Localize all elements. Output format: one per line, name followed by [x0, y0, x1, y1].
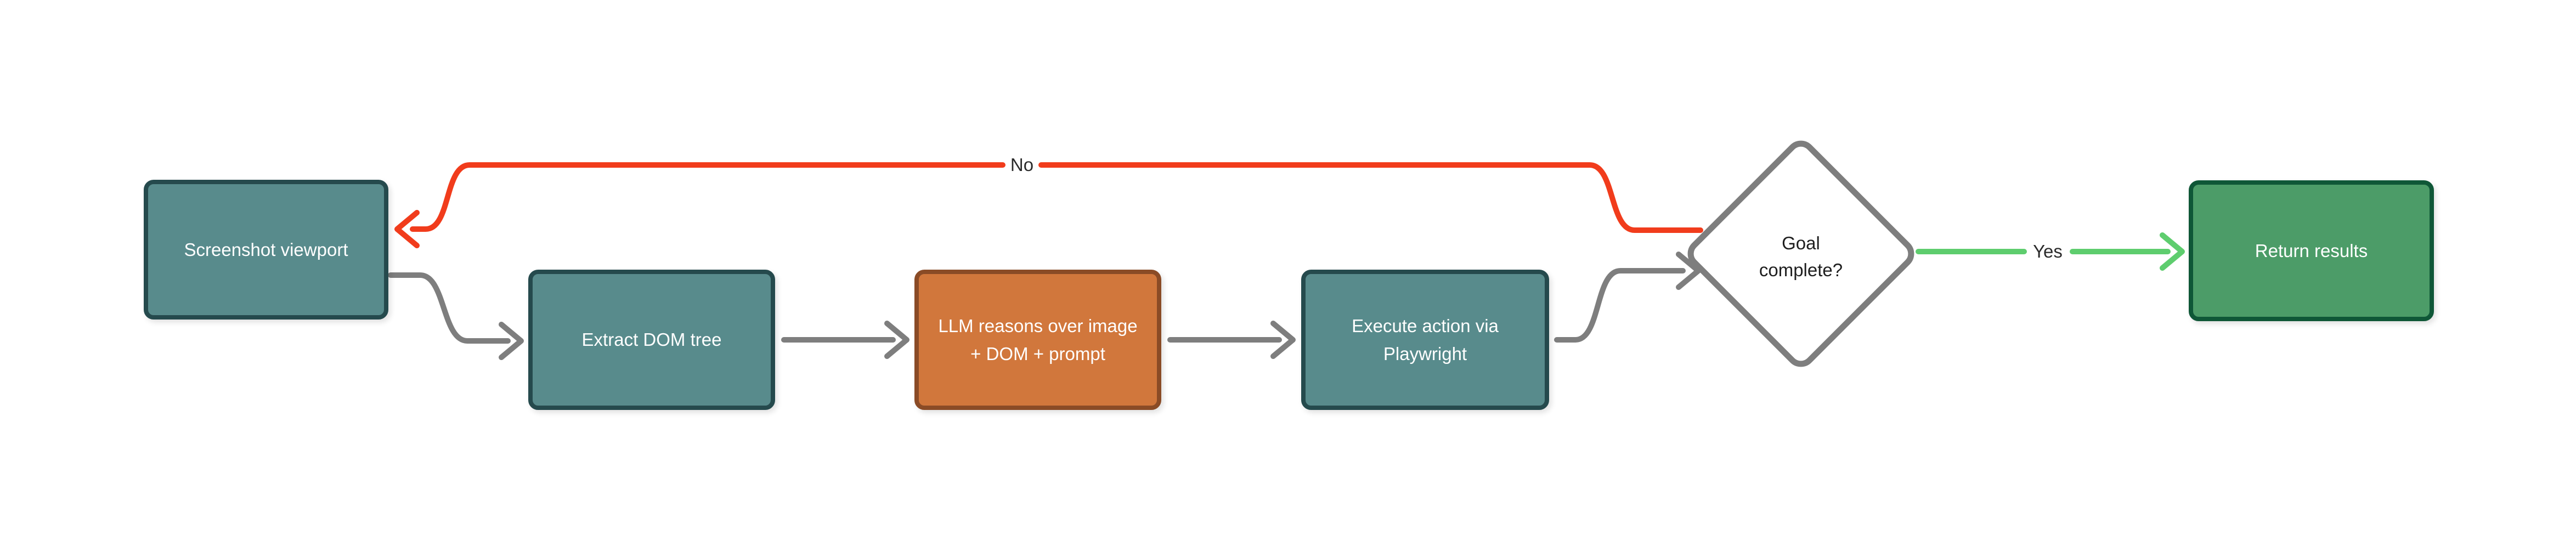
- arrowhead-into-screenshot: [394, 210, 420, 248]
- node-screenshot-viewport-label: Screenshot viewport: [184, 239, 348, 260]
- edge-label-yes: Yes: [2033, 241, 2063, 261]
- edge-screenshot-to-extract: [388, 272, 524, 360]
- node-extract-dom-tree-label: Extract DOM tree: [581, 329, 722, 350]
- edge-execute-to-goal: [1554, 252, 1701, 343]
- arrowhead-into-llm: [884, 321, 909, 359]
- edge-goal-yes: [1916, 232, 2185, 271]
- node-llm-reasons: LLM reasons over image + DOM + prompt: [914, 270, 1161, 410]
- node-goal-complete-label: Goal complete?: [1759, 232, 1843, 281]
- node-extract-dom-tree: Extract DOM tree: [528, 270, 775, 410]
- decision-diamond-shape: [1687, 140, 1914, 367]
- arrowhead-into-goal: [1676, 252, 1701, 290]
- node-execute-action: Execute action via Playwright: [1301, 270, 1549, 410]
- edge-llm-to-execute: [1167, 321, 1296, 359]
- edge-execute-to-goal-path: [1554, 268, 1686, 343]
- edge-screenshot-to-extract-path: [388, 272, 511, 344]
- node-goal-complete-label-box: Goal complete?: [1708, 191, 1894, 322]
- node-screenshot-viewport: Screenshot viewport: [144, 180, 388, 320]
- node-return-results-label: Return results: [2255, 240, 2368, 261]
- edge-goal-no-loop: [394, 162, 1703, 248]
- arrowhead-into-return: [2160, 232, 2185, 271]
- edge-extract-to-llm: [781, 321, 909, 359]
- edge-goal-no-loop-path: [410, 162, 1703, 233]
- node-execute-action-label: Execute action via Playwright: [1352, 315, 1499, 364]
- edge-label-no: No: [1010, 155, 1034, 175]
- node-llm-reasons-label: LLM reasons over image + DOM + prompt: [938, 315, 1138, 364]
- arrowhead-into-execute: [1270, 321, 1296, 359]
- node-return-results: Return results: [2189, 180, 2434, 321]
- arrowhead-into-extract: [499, 322, 524, 360]
